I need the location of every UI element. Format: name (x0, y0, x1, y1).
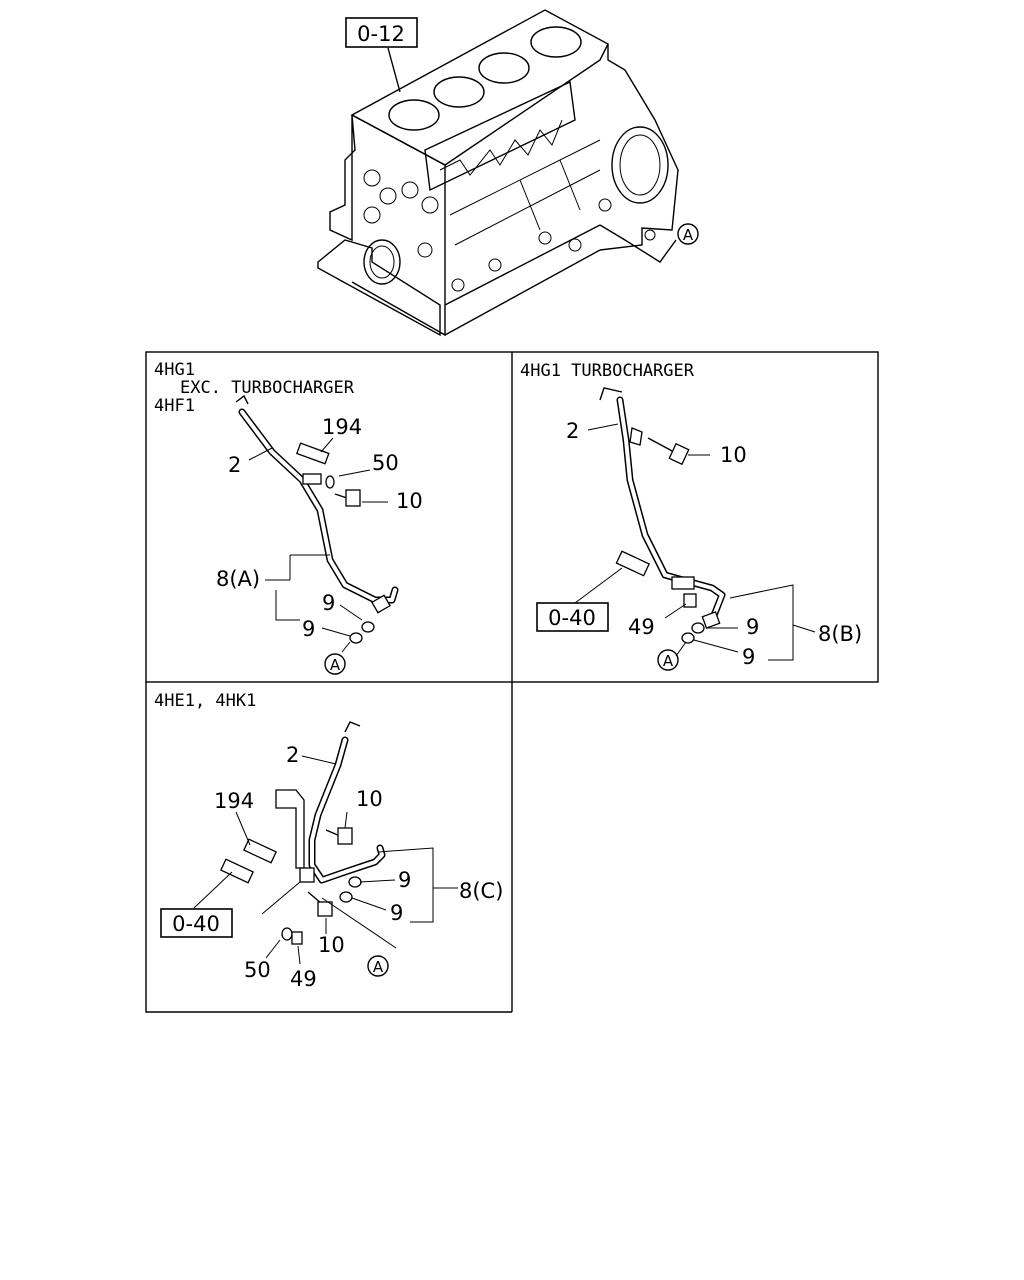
callout-a-p3-label: A (373, 958, 384, 976)
p2-label-8b: 8(B) (818, 622, 862, 646)
p3-label-9a: 9 (398, 868, 411, 892)
washer-50-p3[interactable] (281, 927, 293, 941)
panel1-header-line1: 4HG1 (154, 360, 195, 380)
callout-a-p1[interactable]: A (324, 653, 346, 675)
p3-label-9b: 9 (390, 901, 403, 925)
ref-box-0-12[interactable]: 0-12 (345, 17, 418, 48)
washer-9a-p3[interactable] (348, 876, 362, 888)
p2-label-9b: 9 (742, 645, 755, 669)
washer-9b-p2[interactable] (681, 632, 695, 644)
panel3-header: 4HE1, 4HK1 (154, 691, 256, 711)
panel1-header-line3: 4HF1 (154, 396, 195, 416)
p2-label-2: 2 (566, 419, 579, 443)
p3-label-8c: 8(C) (459, 879, 503, 903)
ref-box-0-40-p3[interactable]: 0-40 (160, 908, 233, 938)
panel2-header: 4HG1 TURBOCHARGER (520, 361, 695, 381)
p1-label-9b: 9 (302, 617, 315, 641)
bracket-p2 (629, 427, 643, 446)
washer-9a-p1[interactable] (361, 621, 375, 633)
p1-label-194: 194 (322, 415, 362, 439)
p1-label-10: 10 (396, 489, 423, 513)
p1-label-2: 2 (228, 453, 241, 477)
callout-a-p2[interactable]: A (657, 649, 679, 671)
washer-9b-p1[interactable] (349, 632, 363, 644)
panel1-header-line2: EXC. TURBOCHARGER (180, 378, 355, 398)
p3-label-2: 2 (286, 743, 299, 767)
panel-4he1-4hk1: 4HE1, 4HK1 (154, 691, 503, 991)
bolt-10-bottom-p3[interactable] (307, 891, 333, 917)
p2-label-10: 10 (720, 443, 747, 467)
washer-9b-p3[interactable] (339, 891, 353, 903)
p3-label-10-bottom: 10 (318, 933, 345, 957)
nut-49-p2[interactable] (683, 593, 697, 608)
bolt-10-top-p3[interactable] (325, 827, 353, 845)
block-p2 (671, 576, 695, 590)
callout-a-top-label: A (683, 226, 694, 244)
block-p1 (302, 473, 322, 485)
oil-pipe-p3[interactable] (308, 721, 386, 884)
engine-block-illustration (317, 9, 679, 337)
callout-a-p3[interactable]: A (367, 955, 389, 977)
panel-frame (145, 351, 879, 1013)
nut-49-p3[interactable] (291, 931, 303, 945)
fitting-p3[interactable] (220, 858, 254, 884)
p2-ref-box-label: 0-40 (548, 606, 596, 630)
callout-a-p1-label: A (330, 656, 341, 674)
part-194-p1[interactable] (296, 442, 330, 465)
part-194-p3[interactable] (243, 838, 277, 864)
p2-label-49: 49 (628, 615, 655, 639)
panel-4hg1-exc-turbo: 4HG1 EXC. TURBOCHARGER 4HF1 (154, 360, 423, 675)
bracket-p3 (275, 789, 305, 869)
callout-a-top[interactable]: A (677, 223, 699, 245)
block-p3 (299, 867, 315, 883)
p3-label-194: 194 (214, 789, 254, 813)
p1-label-50: 50 (372, 451, 399, 475)
oil-pipe-p2[interactable] (599, 387, 726, 629)
p1-label-9a: 9 (322, 591, 335, 615)
oil-pipe-p1[interactable] (235, 394, 399, 614)
callout-a-p2-label: A (663, 652, 674, 670)
p3-ref-box-label: 0-40 (172, 912, 220, 936)
p2-label-9a: 9 (746, 615, 759, 639)
p3-label-10-top: 10 (356, 787, 383, 811)
bolt-10-p2[interactable] (647, 437, 690, 466)
washer-9a-p2[interactable] (691, 622, 705, 634)
p1-label-8a: 8(A) (216, 567, 260, 591)
p3-label-50: 50 (244, 958, 271, 982)
washer-50-p1[interactable] (325, 475, 335, 489)
fitting-p2[interactable] (615, 550, 650, 577)
p3-label-49: 49 (290, 967, 317, 991)
bolt-10-p1[interactable] (334, 489, 361, 507)
panel-4hg1-turbo: 4HG1 TURBOCHARGER 2 10 (520, 361, 862, 671)
ref-box-0-40-p2[interactable]: 0-40 (536, 602, 609, 632)
ref-box-0-12-label: 0-12 (357, 22, 405, 46)
